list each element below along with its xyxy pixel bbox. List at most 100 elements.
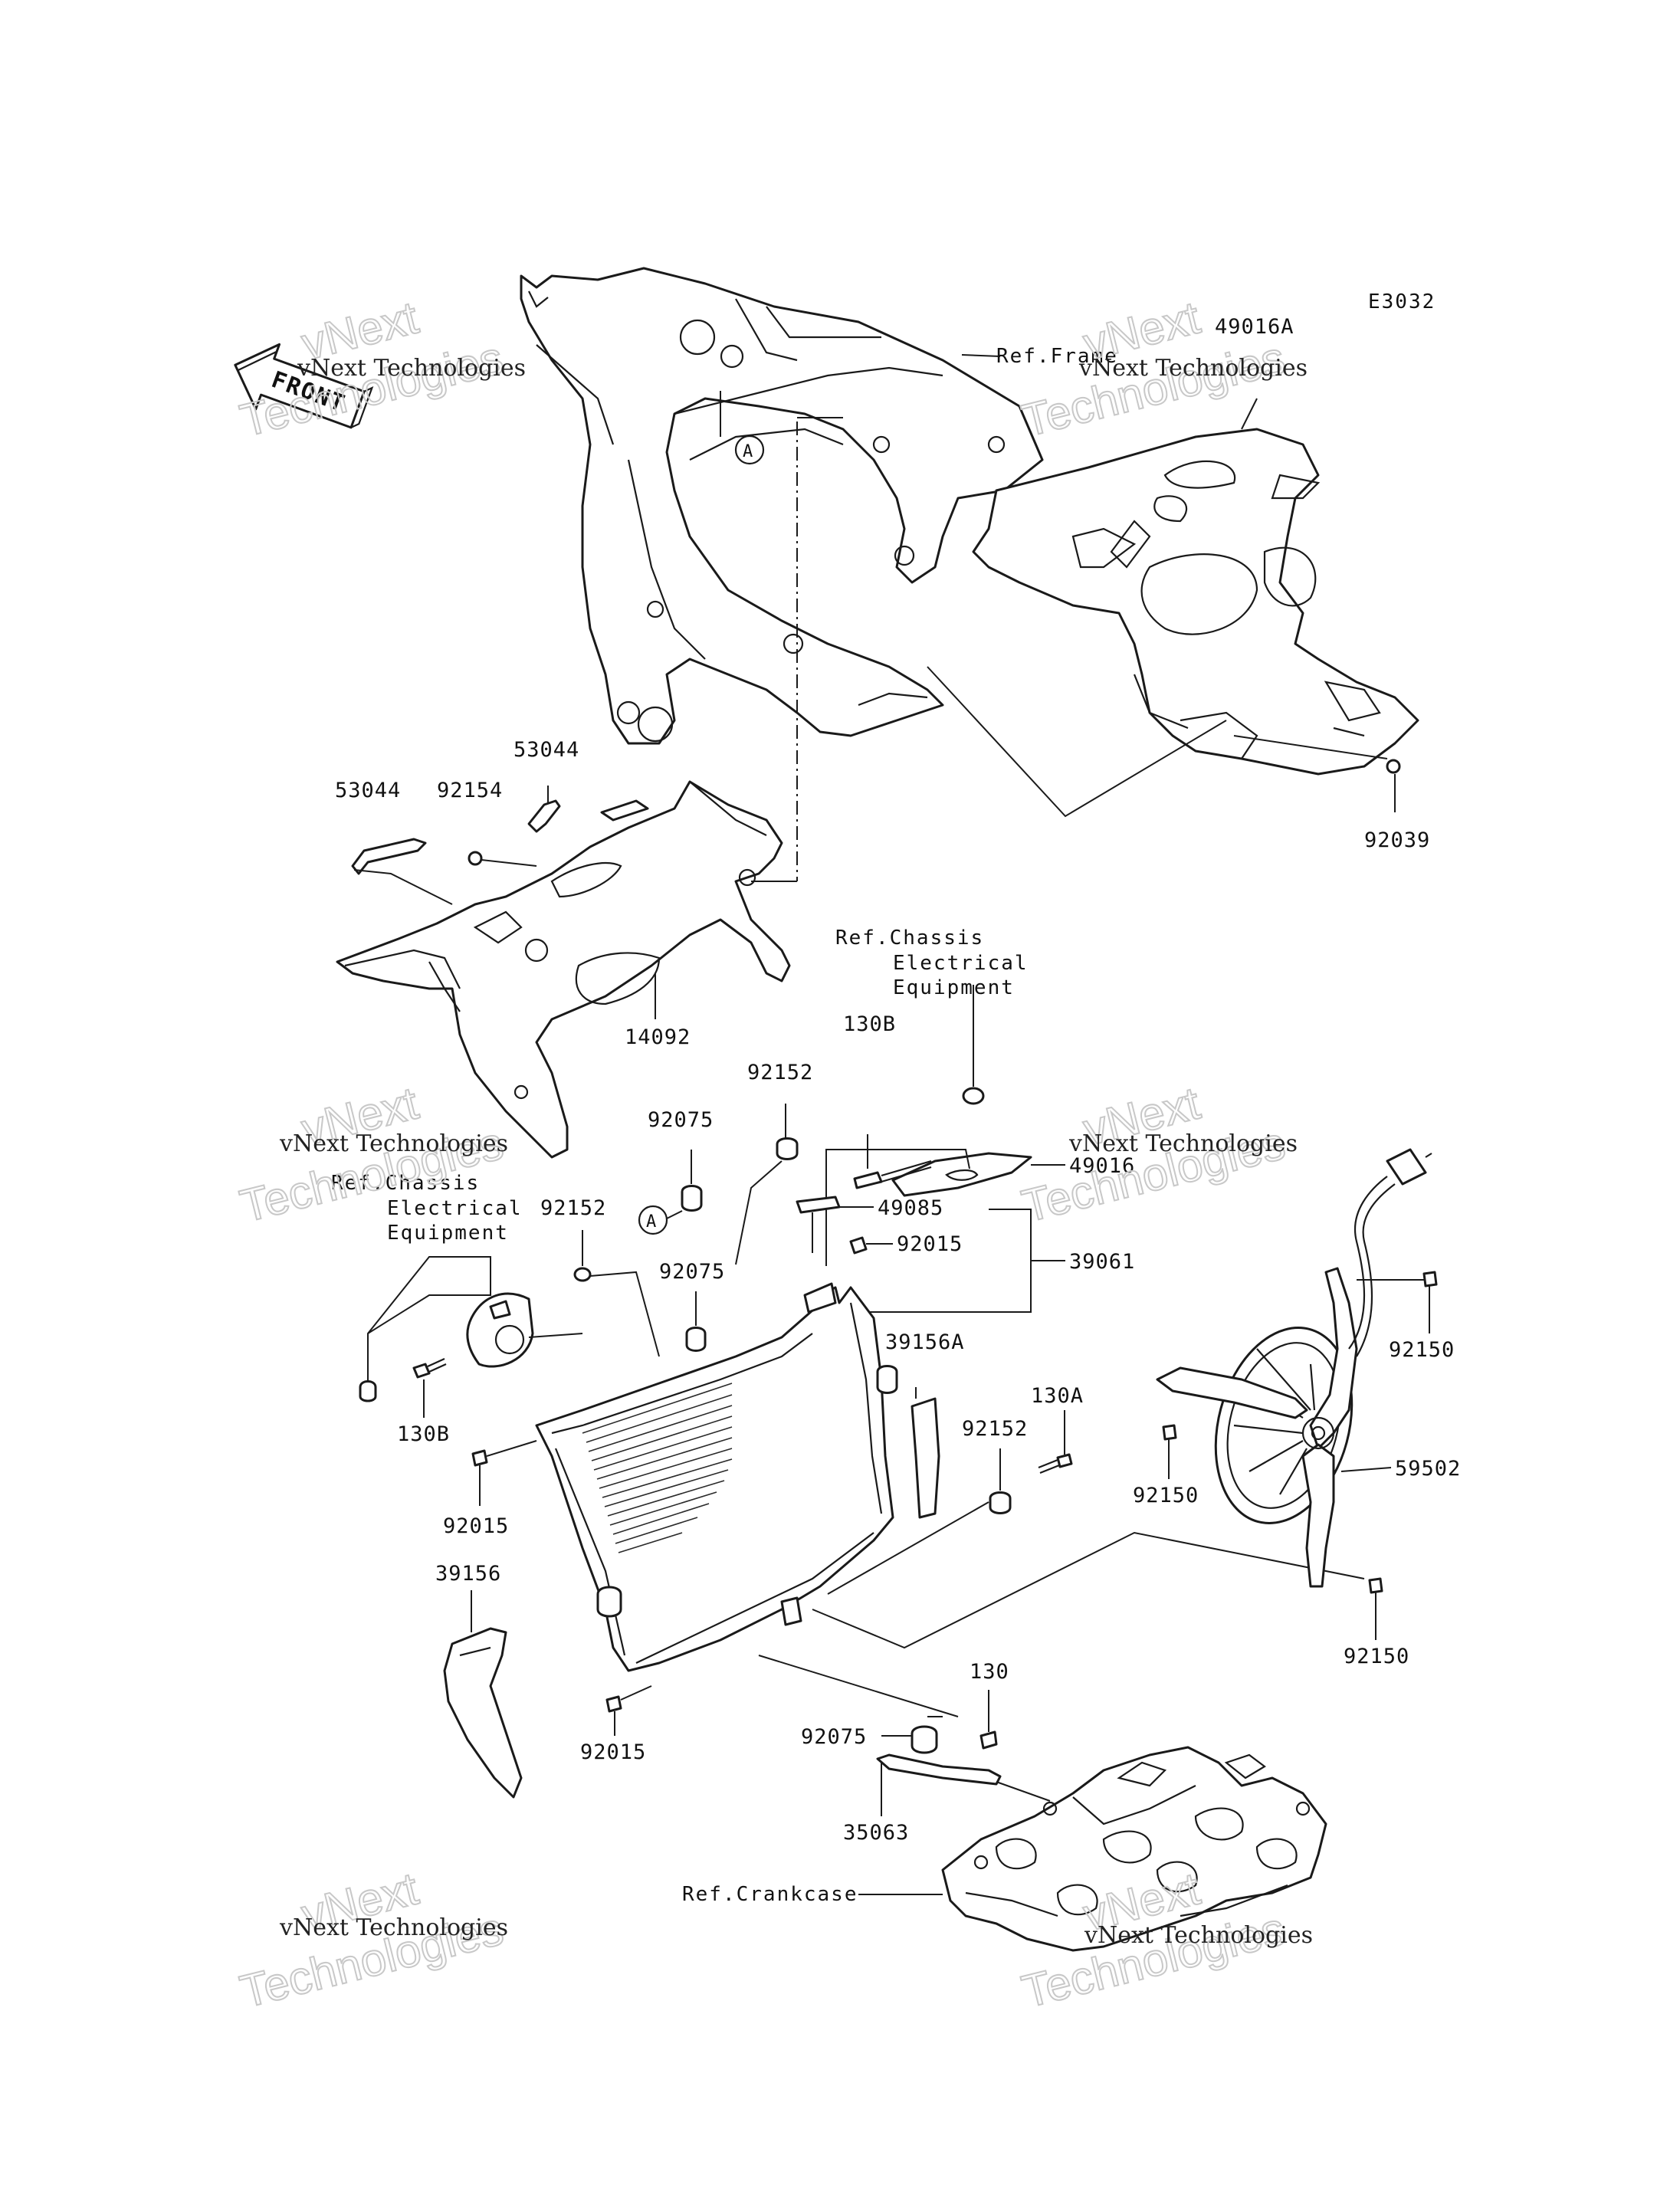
leader-line xyxy=(666,1210,683,1219)
part-label: 130 xyxy=(970,1660,1009,1684)
part-label: 14092 xyxy=(625,1025,691,1049)
part-label: 92152 xyxy=(540,1196,606,1220)
clip-92015-part xyxy=(849,1236,868,1255)
ref-frame-label: Ref.Frame xyxy=(996,345,1118,368)
shield-49016-part xyxy=(891,1152,1032,1197)
watermark-mid-right: Technologies vNext vNext Technologies xyxy=(1016,1076,1298,1232)
part-label: 92154 xyxy=(437,779,503,802)
part-label: 92075 xyxy=(659,1260,725,1284)
leader-line xyxy=(481,859,537,867)
rubber-92075-part xyxy=(681,1185,703,1212)
ref-equipment-label: Equipment xyxy=(893,976,1015,999)
cover-edge xyxy=(459,1646,491,1657)
rubber-49085-part xyxy=(796,1196,841,1214)
leader-line xyxy=(735,1160,783,1265)
marker-a xyxy=(638,1205,668,1235)
leader-line xyxy=(589,1271,660,1357)
air-duct-14092-part xyxy=(336,780,791,1159)
ref-chassis-label-2: Ref.Chassis xyxy=(331,1172,480,1195)
part-label: 92075 xyxy=(801,1725,867,1749)
leader-line xyxy=(367,1256,491,1387)
watermark-mid-left: Technologies vNext vNext Technologies xyxy=(235,1076,509,1232)
leader-line xyxy=(961,354,1001,357)
part-label: 92075 xyxy=(648,1108,714,1132)
part-label: 59502 xyxy=(1395,1457,1461,1481)
leader-line xyxy=(758,1655,959,1717)
leader-line xyxy=(1340,1467,1392,1472)
part-label: 92152 xyxy=(962,1417,1028,1441)
part-label: 130A xyxy=(1031,1384,1084,1408)
part-label: 92015 xyxy=(443,1514,509,1538)
leader-line xyxy=(996,1781,1051,1802)
nut-92150-part xyxy=(1422,1271,1438,1287)
crankcase-part xyxy=(941,1746,1327,1952)
part-label: 39156 xyxy=(435,1562,501,1586)
leader-line xyxy=(927,666,1227,818)
cover-39156-part xyxy=(443,1627,523,1799)
radiator-part xyxy=(535,1282,898,1672)
heat-shield-49016a-part xyxy=(972,428,1419,776)
ref-chassis-label: Ref.Chassis xyxy=(835,927,984,950)
part-label: 49016 xyxy=(1069,1154,1135,1178)
clip-92015-part xyxy=(605,1695,622,1713)
marker-a-label: A xyxy=(743,442,753,461)
leader-line xyxy=(1241,398,1258,430)
ref-electrical-label: Electrical xyxy=(893,952,1029,975)
part-label: 92039 xyxy=(1364,828,1430,852)
nut-92039-part xyxy=(1386,759,1401,774)
leader-line xyxy=(486,1440,537,1457)
cover-39156a-part xyxy=(911,1397,940,1519)
part-label: 53044 xyxy=(514,738,579,762)
marker-a xyxy=(734,435,765,465)
part-label: 53044 xyxy=(335,779,401,802)
svg-text:vNext Technologies: vNext Technologies xyxy=(279,1130,508,1157)
leader-line xyxy=(353,869,453,905)
part-label: 130B xyxy=(843,1012,896,1036)
bolt-130-part xyxy=(979,1730,998,1750)
part-label: 92015 xyxy=(580,1740,646,1764)
svg-text:vNext Technologies: vNext Technologies xyxy=(1078,355,1308,382)
bolt-130b-part xyxy=(853,1160,932,1189)
part-label: 35063 xyxy=(843,1821,909,1845)
watermark-bottom-left: Technologies vNext vNext Technologies xyxy=(235,1862,509,2018)
leader-line xyxy=(843,1209,1032,1313)
bracket-35063-part xyxy=(876,1753,1002,1786)
leader-line xyxy=(1233,735,1388,759)
part-label: 39156A xyxy=(885,1330,965,1354)
svg-text:vNext Technologies: vNext Technologies xyxy=(1068,1130,1298,1157)
part-label: 39061 xyxy=(1069,1250,1135,1274)
part-label: 92150 xyxy=(1344,1645,1409,1668)
leader-line xyxy=(528,1333,583,1338)
svg-text:vNext Technologies: vNext Technologies xyxy=(1084,1922,1313,1949)
frame-part xyxy=(520,267,1044,745)
ref-electrical-label-2: Electrical xyxy=(387,1197,523,1220)
svg-text:vNext Technologies: vNext Technologies xyxy=(297,355,526,382)
horn-hub-part xyxy=(494,1324,525,1355)
rubber-92075-part xyxy=(685,1327,707,1352)
part-label: 92150 xyxy=(1389,1338,1455,1362)
svg-text:vNext Technologies: vNext Technologies xyxy=(279,1914,508,1941)
grommet-92152-part xyxy=(776,1137,799,1160)
part-label: 49085 xyxy=(878,1196,943,1220)
horn-tab-part xyxy=(489,1300,511,1320)
leader-line xyxy=(620,1685,652,1701)
diagram-code: E3032 xyxy=(1368,290,1436,313)
part-label: 92015 xyxy=(897,1232,963,1256)
strip-53044-part xyxy=(351,799,649,875)
washer-part xyxy=(962,1087,985,1105)
leader-line xyxy=(812,1531,1365,1649)
clip-92015-part xyxy=(471,1449,488,1467)
screw-92154-part xyxy=(468,851,483,866)
part-label: 49016A xyxy=(1215,315,1294,339)
bolt-130a-part xyxy=(1038,1453,1073,1474)
nut-92150-part xyxy=(1162,1424,1177,1441)
part-label: 130B xyxy=(397,1422,450,1446)
marker-a-label: A xyxy=(646,1212,656,1232)
grommet-92152-part xyxy=(989,1491,1012,1514)
nut-part xyxy=(359,1380,377,1402)
rubber-92075-part xyxy=(911,1725,938,1754)
part-label: 92152 xyxy=(747,1061,813,1084)
fan-59502-part xyxy=(1156,1148,1432,1588)
nut-92150-part xyxy=(1368,1577,1383,1594)
